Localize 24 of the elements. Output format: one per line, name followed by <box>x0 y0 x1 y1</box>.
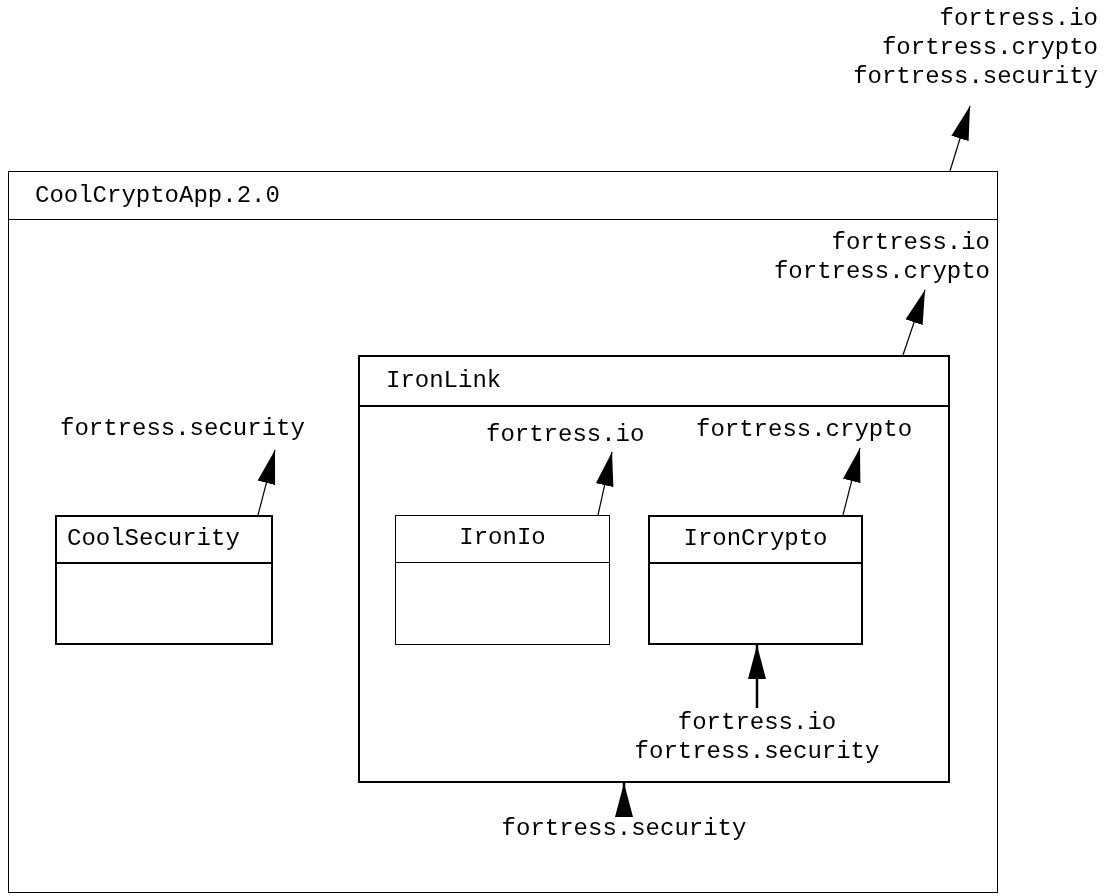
arrow <box>902 289 926 356</box>
package-list: fortress.io fortress.crypto fortress.security <box>853 4 1098 91</box>
package-list: fortress.security <box>501 814 747 843</box>
arrow <box>748 645 766 708</box>
module-name: IronLink <box>360 357 948 407</box>
arrow <box>595 451 614 516</box>
module-name: IronCrypto <box>650 517 861 564</box>
arrow <box>615 783 633 817</box>
module-box <box>395 515 610 645</box>
module-box <box>648 515 863 645</box>
module-name: CoolSecurity <box>57 517 271 564</box>
package-list: fortress.io fortress.security <box>634 708 880 766</box>
module-box <box>358 355 950 783</box>
package-list: fortress.io fortress.crypto <box>773 228 990 286</box>
package-list: fortress.security <box>60 414 305 443</box>
package-list: fortress.crypto <box>696 415 913 444</box>
package-list: fortress.io <box>486 420 645 449</box>
arrow <box>257 449 276 516</box>
arrow <box>842 447 861 516</box>
module-name: IronIo <box>396 516 609 563</box>
module-box <box>55 515 273 645</box>
module-name: CoolCryptoApp.2.0 <box>9 172 997 220</box>
arrow <box>949 105 971 172</box>
module-box <box>8 171 998 893</box>
